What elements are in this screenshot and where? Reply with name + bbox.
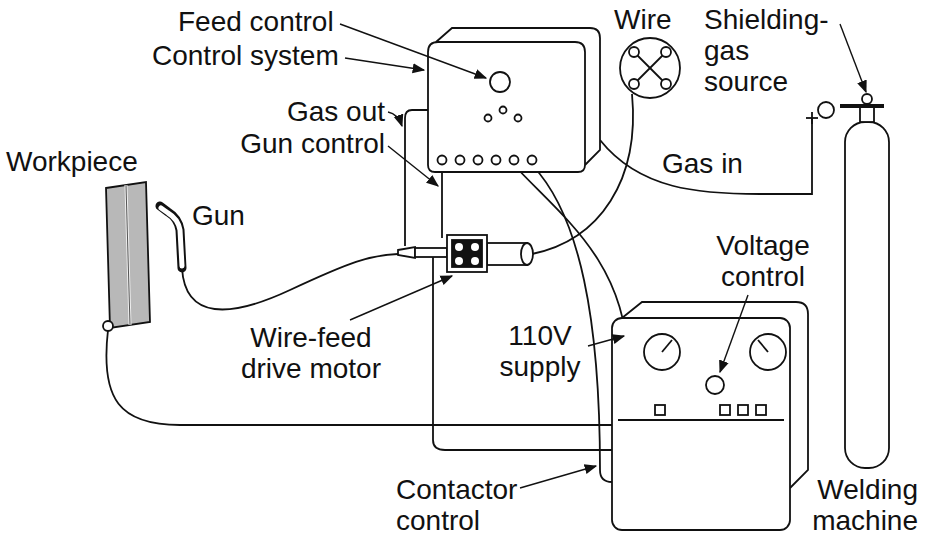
- control-box: [428, 28, 600, 172]
- wire-spool: [620, 38, 680, 98]
- callout-label: Welding machine: [798, 474, 918, 536]
- control-box: [528, 156, 537, 165]
- welding-machine: [612, 318, 790, 530]
- leader-line: [388, 146, 438, 186]
- callout-label: Wire: [614, 4, 672, 35]
- workpiece-plate: [103, 321, 113, 331]
- leader-line: [340, 24, 486, 78]
- welding-machine: [750, 334, 786, 370]
- cable: [441, 165, 443, 238]
- gas-cylinder: [818, 102, 834, 118]
- drive-motor: [455, 257, 463, 265]
- gas-cylinder: [862, 94, 872, 104]
- gas-cylinder: [840, 104, 884, 108]
- wire-spool: [634, 52, 666, 84]
- cable: [182, 254, 398, 309]
- wire-spool: [661, 79, 671, 89]
- welding-machine: [758, 340, 768, 352]
- leader-line: [720, 295, 748, 372]
- workpiece-plate: [126, 185, 130, 325]
- drive-motor: [432, 257, 434, 272]
- drive-motor: [398, 247, 415, 258]
- drive-motor: [455, 243, 463, 251]
- callout-label: Shielding-gas source: [704, 4, 838, 97]
- callout-label: Control system: [152, 40, 339, 71]
- welding-machine: [756, 405, 766, 415]
- callout-label: Workpiece: [6, 146, 138, 177]
- wire-spool: [634, 52, 666, 84]
- callout-label: Contactor control: [396, 474, 536, 536]
- callout-label: 110V supply: [488, 320, 592, 382]
- callout-label: Gas out: [287, 96, 385, 127]
- leader-line: [345, 58, 424, 70]
- control-box: [438, 156, 447, 165]
- welding-machine: [655, 405, 665, 415]
- welding-machine: [618, 419, 784, 421]
- callout-label: Gun control: [240, 128, 385, 159]
- drive-motor: [415, 248, 447, 257]
- wire-spool: [620, 38, 680, 98]
- wire-spool: [661, 47, 671, 57]
- welding-gun: [161, 208, 182, 266]
- welding-gun: [160, 206, 182, 268]
- callout-label: Gas in: [662, 148, 743, 179]
- leader-line: [520, 466, 596, 488]
- control-box: [428, 42, 585, 172]
- welding-machine: [738, 405, 748, 415]
- welding-machine: [612, 302, 808, 530]
- gas-cylinder: [806, 94, 889, 468]
- gas-cylinder: [860, 106, 874, 122]
- welding-machine: [706, 376, 724, 394]
- drive-motor: [521, 243, 533, 265]
- leader-line: [840, 24, 866, 92]
- gas-cylinder: [811, 112, 813, 124]
- callout-label: Wire-feed drive motor: [235, 322, 387, 384]
- workpiece-plate: [106, 182, 150, 328]
- drive-motor: [398, 235, 533, 272]
- workpiece-plate: [103, 182, 150, 331]
- leader-line: [350, 276, 452, 320]
- control-box: [490, 72, 510, 92]
- control-box: [500, 107, 507, 114]
- control-box: [474, 156, 483, 165]
- control-box: [515, 115, 522, 122]
- drive-motor: [452, 240, 482, 267]
- wire-spool: [629, 79, 639, 89]
- callout-label: Feed control: [178, 6, 334, 37]
- control-box: [510, 156, 519, 165]
- welding-machine: [662, 340, 672, 352]
- leader-line: [388, 112, 402, 126]
- drive-motor: [471, 243, 479, 251]
- callout-label: Voltage control: [701, 230, 825, 292]
- control-box: [456, 156, 465, 165]
- drive-motor: [471, 257, 479, 265]
- gas-cylinder: [845, 122, 889, 468]
- drive-motor: [447, 235, 487, 272]
- workpiece-plate: [126, 185, 130, 325]
- callout-label: Gun: [192, 200, 245, 231]
- wire-spool: [629, 47, 639, 57]
- welding-machine: [720, 405, 730, 415]
- control-box: [492, 156, 501, 165]
- welding-gun: [160, 206, 182, 268]
- control-box: [485, 115, 492, 122]
- welding-machine: [644, 334, 680, 370]
- cable: [405, 110, 428, 246]
- leader-line: [588, 336, 624, 346]
